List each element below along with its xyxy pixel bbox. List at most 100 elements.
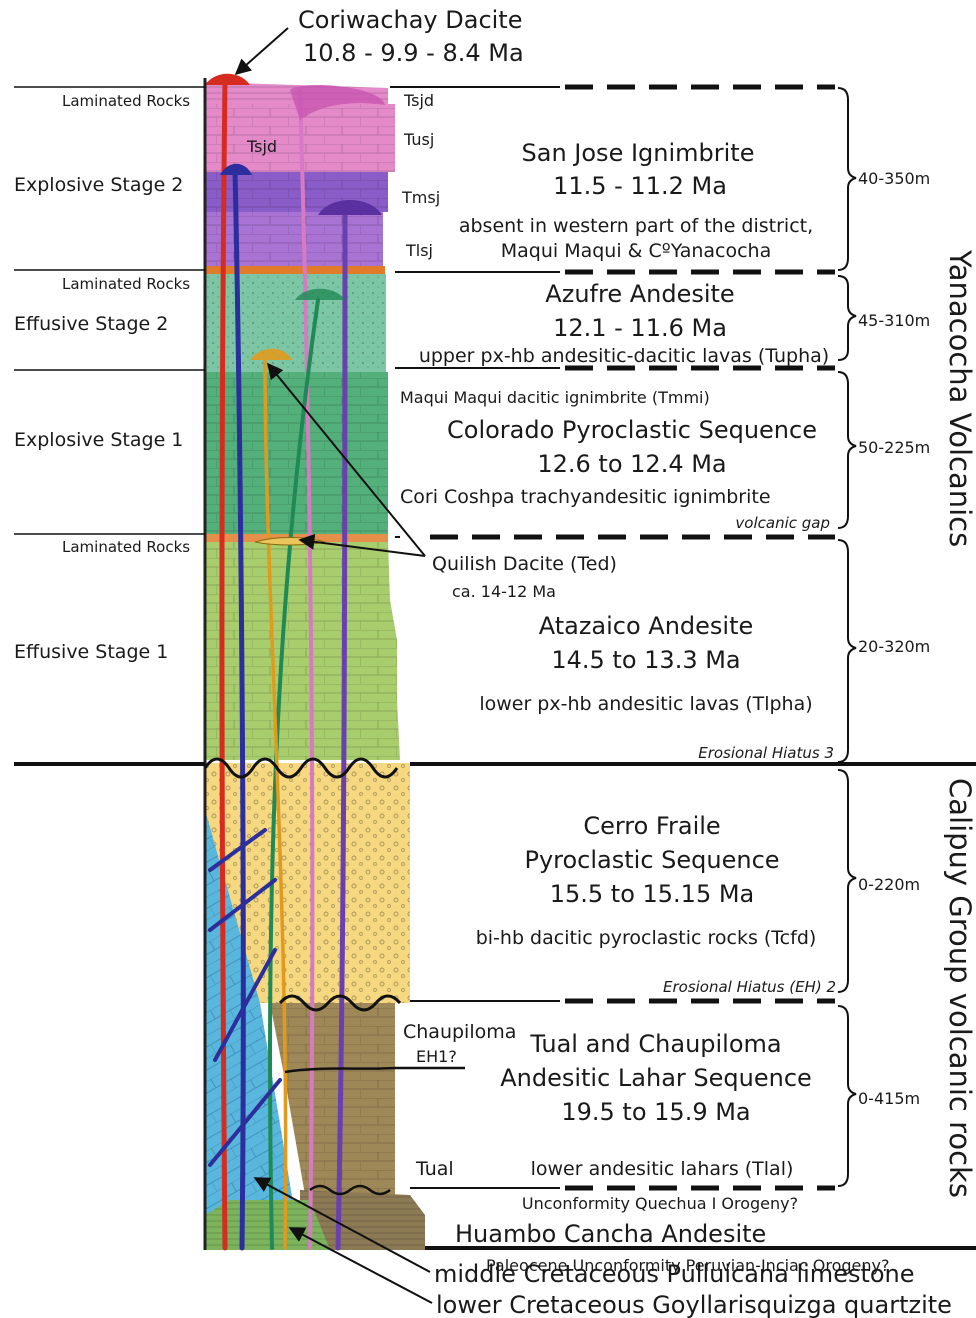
code-tusj: Tusj <box>403 130 434 149</box>
huambo-cancha-andesite: Huambo Cancha Andesite <box>455 1220 766 1248</box>
erosional-hiatus-3: Erosional Hiatus 3 <box>698 744 834 762</box>
wavy-unconformity-lower <box>309 1184 391 1196</box>
unit-cerro-fraile: Cerro Fraile Pyroclastic Sequence 15.5 t… <box>476 812 920 996</box>
dike-navy-diag-4 <box>208 1078 282 1167</box>
coriwachay-name: Coriwachay Dacite <box>298 6 522 34</box>
explosive-stage-2: Explosive Stage 2 <box>14 174 183 196</box>
stratum-atazaico <box>205 542 400 760</box>
arrow-quilish-upper <box>266 362 426 557</box>
dike-red <box>219 77 228 1251</box>
callout-arrows <box>234 27 433 1304</box>
purple-plume <box>318 200 382 215</box>
quilish-age: ca. 14-12 Ma <box>452 582 556 601</box>
stratum-tual <box>270 1003 395 1195</box>
colorado-thickness: 50-225m <box>858 438 930 457</box>
goyllarisquizga-label: lower Cretaceous Goyllarisquizga quartzi… <box>436 1291 952 1318</box>
tual-age: 19.5 to 15.9 Ma <box>561 1098 750 1126</box>
laminated-rocks-2: Laminated Rocks <box>62 275 190 293</box>
feeder-dikes <box>208 77 348 1251</box>
orange-plume <box>250 348 292 360</box>
tual-thickness: 0-415m <box>858 1089 920 1108</box>
unit-tual: Tual and Chaupiloma Andesitic Lahar Sequ… <box>500 1030 920 1213</box>
brace-atazaico <box>837 539 857 763</box>
group-labels: Yanacocha Volcanics Calipuy Group volcan… <box>943 249 976 1198</box>
code-tual: Tual <box>415 1158 454 1180</box>
basal-units: Huambo Cancha Andesite Paleocene Unconfo… <box>455 1220 889 1275</box>
azufre-note: upper px-hb andesitic-dacitic lavas (Tup… <box>419 345 829 367</box>
tual-note: lower andesitic lahars (Tlal) <box>531 1158 794 1180</box>
coriwachay-ages: 10.8 - 9.9 - 8.4 Ma <box>303 39 524 67</box>
dike-pink <box>298 88 315 1250</box>
unit-atazaico: Atazaico Andesite 14.5 to 13.3 Ma lower … <box>479 612 930 762</box>
san-jose-note-1: absent in western part of the district, <box>459 215 813 237</box>
cerro-fraile-note: bi-hb dacitic pyroclastic rocks (Tcfd) <box>476 927 817 949</box>
arrow-quilish-lower <box>298 533 426 557</box>
tual-name-1: Tual and Chaupiloma <box>529 1030 781 1058</box>
cerro-fraile-thickness: 0-220m <box>858 875 920 894</box>
azufre-thickness: 45-310m <box>858 311 930 330</box>
atazaico-name: Atazaico Andesite <box>539 612 754 640</box>
code-eh1: EH1? <box>416 1047 457 1066</box>
brace-tual <box>837 1005 857 1187</box>
cerro-fraile-age: 15.5 to 15.15 Ma <box>550 880 755 908</box>
yanacocha-volcanics-label: Yanacocha Volcanics <box>943 249 976 547</box>
dike-navy-diag-2 <box>208 878 277 932</box>
arrow-pulluicana <box>253 1177 431 1273</box>
pulluicana-label: middle Cretaceous Pulluicana limestone <box>434 1260 915 1288</box>
san-jose-name: San Jose Ignimbrite <box>522 139 755 167</box>
stratum-limestone <box>205 810 300 1245</box>
effusive-stage-2: Effusive Stage 2 <box>14 313 168 335</box>
unit-azufre: Azufre Andesite 12.1 - 11.6 Ma upper px-… <box>419 280 930 367</box>
thickness-braces <box>837 87 857 1187</box>
brace-cerro-fraile <box>837 769 857 993</box>
unit-colorado: Maqui Maqui dacitic ignimbrite (Tmmi) Co… <box>400 388 930 532</box>
azufre-age: 12.1 - 11.6 Ma <box>553 314 727 342</box>
stratum-azufre <box>205 274 386 372</box>
stratum-colorado <box>205 372 388 534</box>
code-tmsj: Tmsj <box>401 188 440 207</box>
stratum-tlsj <box>205 212 383 270</box>
boundary-lines <box>14 84 976 1250</box>
arrow-goyllarisquizga <box>288 1227 433 1304</box>
san-jose-note-2: Maqui Maqui & CºYanacocha <box>501 240 772 262</box>
tual-name-2: Andesitic Lahar Sequence <box>500 1064 812 1092</box>
colorado-name: Colorado Pyroclastic Sequence <box>447 416 817 444</box>
code-tsjd-in: Tsjd <box>246 137 277 156</box>
cerro-fraile-name-1: Cerro Fraile <box>583 812 720 840</box>
atazaico-thickness: 20-320m <box>858 637 930 656</box>
quilish-name: Quilish Dacite (Ted) <box>432 553 617 575</box>
green-plume <box>295 288 345 300</box>
navy-plume <box>220 163 252 175</box>
volcanic-gap: volcanic gap <box>735 514 830 532</box>
code-tsjd-top: Tsjd <box>403 91 434 110</box>
azufre-name: Azufre Andesite <box>545 280 734 308</box>
dike-navy-diag-3 <box>213 948 277 1062</box>
stratum-cerro-fraile <box>205 763 410 1003</box>
colorado-note: Cori Coshpa trachyandesitic ignimbrite <box>400 486 771 508</box>
brace-colorado <box>837 371 857 529</box>
san-jose-age: 11.5 - 11.2 Ma <box>553 172 727 200</box>
dike-navy-left <box>232 167 246 1251</box>
tsjd-plume <box>290 85 385 120</box>
colorado-pre: Maqui Maqui dacitic ignimbrite (Tmmi) <box>400 388 710 407</box>
paleocene-unconformity: Paleocene Unconformity Peruvian-Inciac O… <box>486 1256 889 1275</box>
wavy-unconformity-middle <box>278 994 402 1012</box>
code-chaupiloma: Chaupiloma <box>403 1021 516 1043</box>
explosive-stage-1: Explosive Stage 1 <box>14 429 183 451</box>
laminated-band-upper <box>205 266 385 274</box>
erosional-hiatus-2: Erosional Hiatus (EH) 2 <box>663 978 836 996</box>
unit-san-jose: San Jose Ignimbrite 11.5 - 11.2 Ma absen… <box>459 139 930 262</box>
atazaico-age: 14.5 to 13.3 Ma <box>551 646 740 674</box>
dike-orange <box>263 358 288 1250</box>
laminated-rocks-3: Laminated Rocks <box>62 538 190 556</box>
wavy-unconformity-upper <box>203 757 399 779</box>
dike-purple <box>335 207 348 1251</box>
column-code-labels: Tsjd Tsjd Tusj Tmsj Tlsj Chaupiloma EH1?… <box>246 91 516 1180</box>
left-stage-labels: Laminated Rocks Explosive Stage 2 Lamina… <box>14 92 190 663</box>
cerro-fraile-name-2: Pyroclastic Sequence <box>524 846 779 874</box>
laminated-rocks-1: Laminated Rocks <box>62 92 190 110</box>
callout-labels: Coriwachay Dacite 10.8 - 9.9 - 8.4 Ma Qu… <box>298 6 952 1318</box>
dike-navy-diag-1 <box>208 828 267 872</box>
